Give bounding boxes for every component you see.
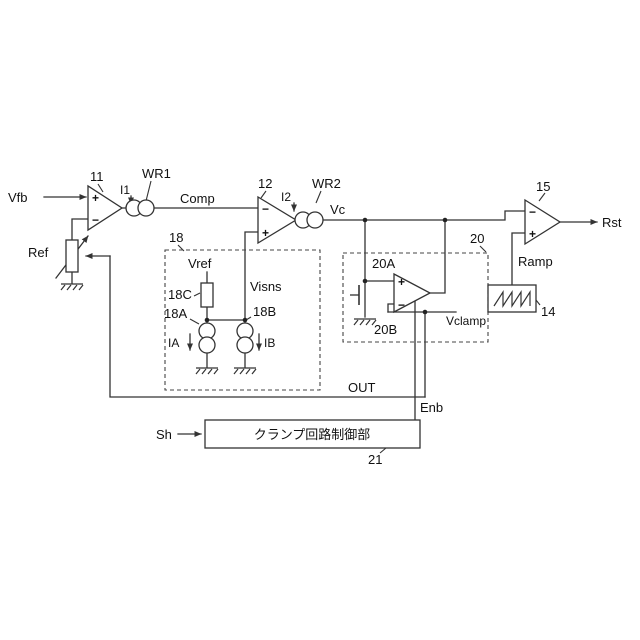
label-21: 21 xyxy=(368,452,382,467)
tick-wr2 xyxy=(315,190,322,204)
label-out: OUT xyxy=(348,380,376,395)
label-18c: 18C xyxy=(168,287,192,302)
text-labels: Vfb Ref 11 I1 WR1 Comp 12 I2 WR2 Vc 15 R… xyxy=(8,166,622,467)
label-ramp: Ramp xyxy=(518,254,553,269)
resistor-18c xyxy=(200,282,214,308)
label-enb: Enb xyxy=(420,400,443,415)
clamp-control-unit-label: クランプ回路制御部 xyxy=(254,427,371,442)
label-sh: Sh xyxy=(156,427,172,442)
leader-ticks xyxy=(97,180,546,454)
label-wr1: WR1 xyxy=(142,166,171,181)
wire-ramp xyxy=(511,232,526,286)
current-source-18b xyxy=(236,336,254,354)
ground-ref xyxy=(60,283,84,291)
junction-dots xyxy=(204,217,448,323)
opamp11-minus-sign: − xyxy=(92,213,99,227)
tick-20 xyxy=(479,245,487,253)
label-rst: Rst xyxy=(602,215,622,230)
label-18a: 18A xyxy=(164,306,187,321)
label-20b: 20B xyxy=(374,322,397,337)
tick-21 xyxy=(379,447,387,454)
wire-visns xyxy=(244,231,259,324)
label-18: 18 xyxy=(169,230,183,245)
opamp-20a xyxy=(393,272,432,314)
opamp15-minus-sign: − xyxy=(529,205,536,219)
label-vc: Vc xyxy=(330,202,346,217)
label-comp: Comp xyxy=(180,191,215,206)
wire-clamp-output xyxy=(429,219,446,294)
label-i2: I2 xyxy=(281,190,291,204)
opamp-12 xyxy=(257,195,298,245)
wire-out xyxy=(109,255,426,398)
label-14: 14 xyxy=(541,304,555,319)
tick-18a xyxy=(189,318,200,325)
wire-ref xyxy=(71,218,89,241)
ground-18a xyxy=(195,367,219,375)
junction-dot xyxy=(362,217,368,223)
tick-12 xyxy=(260,190,267,199)
label-wr2: WR2 xyxy=(312,176,341,191)
junction-dot xyxy=(422,309,428,315)
ground-20b xyxy=(353,318,377,326)
wires xyxy=(43,194,598,437)
block-18-boundary xyxy=(164,249,321,391)
label-11: 11 xyxy=(90,169,104,184)
label-vfb: Vfb xyxy=(8,190,28,205)
sawtooth-waveform-icon xyxy=(493,289,531,309)
current-source-i1 xyxy=(137,199,155,217)
label-20a: 20A xyxy=(372,256,395,271)
tick-18c xyxy=(193,292,201,297)
variable-resistor-ref xyxy=(65,239,79,273)
label-vclamp: Vclamp xyxy=(446,314,486,328)
label-ib: IB xyxy=(264,336,275,350)
ground-18b xyxy=(233,367,257,375)
opamp11-plus-sign: + xyxy=(92,191,99,205)
current-source-18a xyxy=(198,336,216,354)
opamp15-plus-sign: + xyxy=(529,227,536,241)
opamp-11 xyxy=(87,184,124,232)
wire-vc xyxy=(295,210,526,221)
tick-11 xyxy=(97,183,104,193)
components xyxy=(60,184,562,449)
junction-dot xyxy=(242,317,248,323)
junction-dot xyxy=(362,278,368,284)
junction-dot xyxy=(204,317,210,323)
label-ref: Ref xyxy=(28,245,49,260)
label-12: 12 xyxy=(258,176,272,191)
opamp12-minus-sign: − xyxy=(262,202,269,216)
label-vref: Vref xyxy=(188,256,212,271)
junction-dot xyxy=(442,217,448,223)
label-ia: IA xyxy=(168,336,179,350)
tick-wr1 xyxy=(145,180,152,202)
tick-14 xyxy=(535,299,541,306)
tick-15 xyxy=(538,192,546,202)
opamp20a-plus-sign: + xyxy=(398,275,405,289)
clamp-control-unit-box xyxy=(204,419,421,449)
label-20: 20 xyxy=(470,231,484,246)
wire-20a-minus-input xyxy=(387,303,395,313)
label-visns: Visns xyxy=(250,279,282,294)
opamp-15 xyxy=(524,198,562,246)
label-18b: 18B xyxy=(253,304,276,319)
label-i1: I1 xyxy=(120,183,130,197)
opamp20a-minus-sign: − xyxy=(398,298,405,312)
current-source-i2 xyxy=(306,211,324,229)
label-15: 15 xyxy=(536,179,550,194)
opamp12-plus-sign: + xyxy=(262,226,269,240)
